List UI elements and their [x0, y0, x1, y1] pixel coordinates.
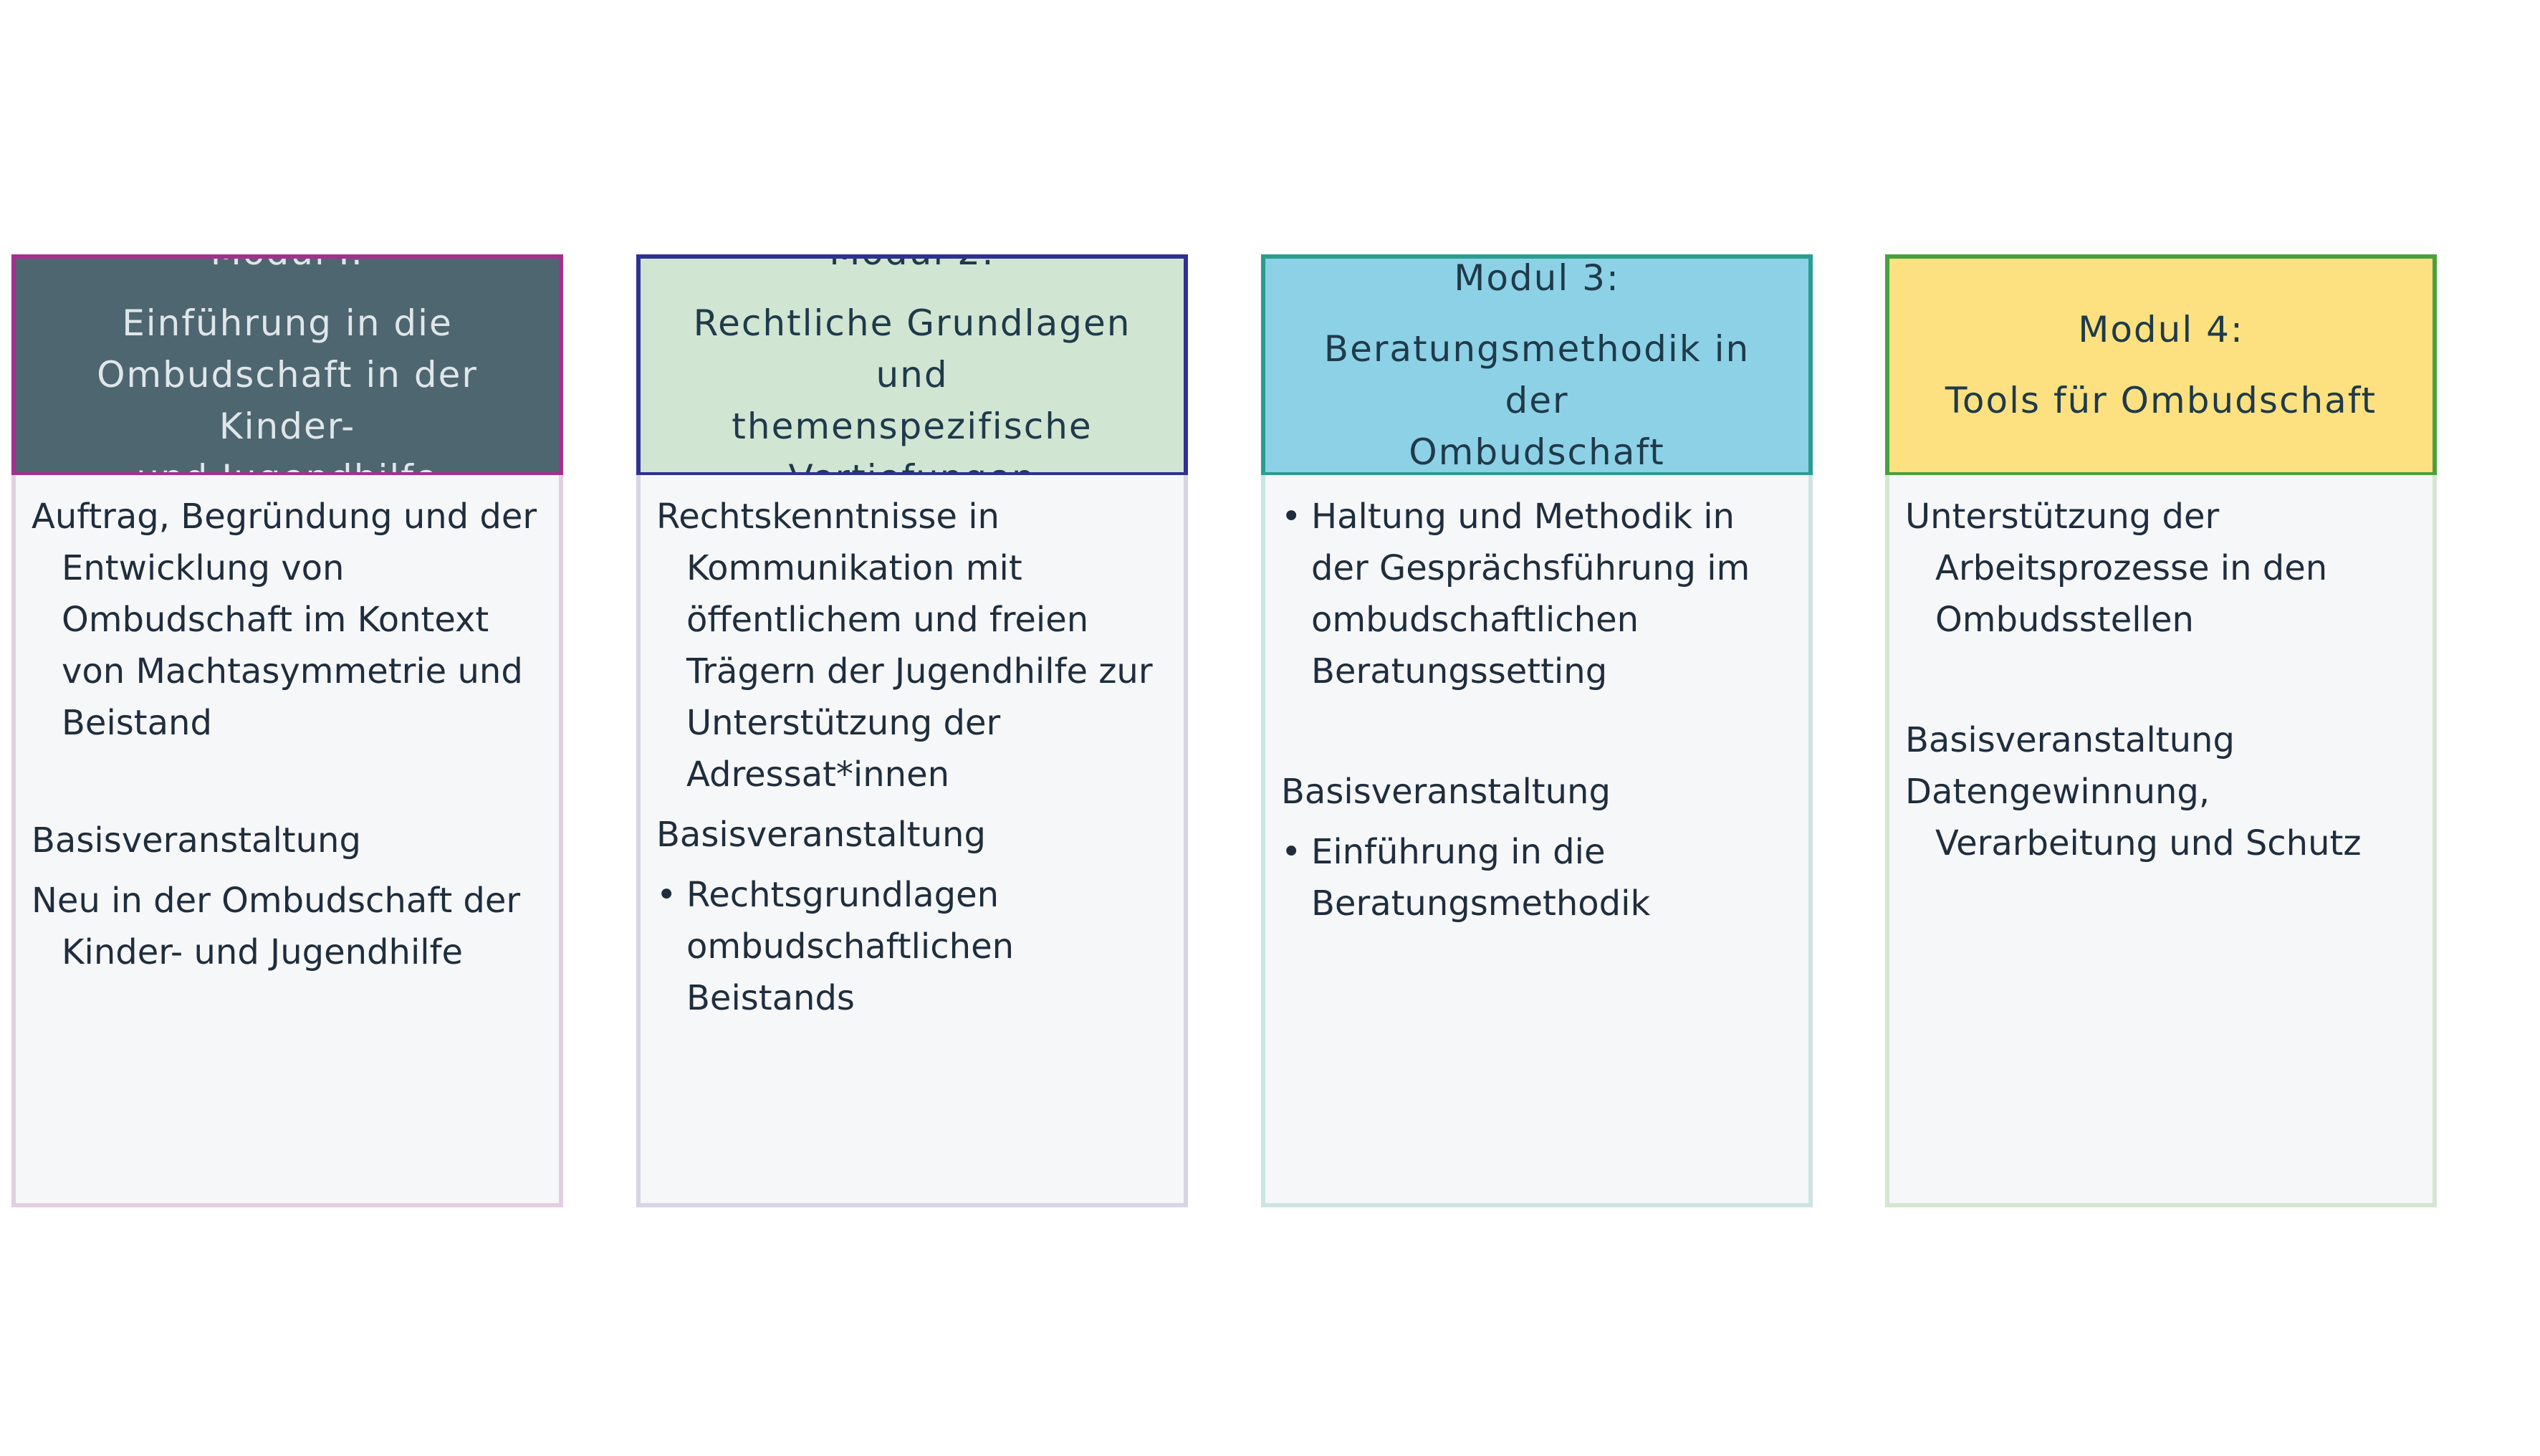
module-1-title-line: Einführung in die	[122, 302, 453, 344]
bullet-icon: •	[656, 875, 677, 915]
module-card-4: Modul 4: Tools für Ombudschaft Unterstüt…	[1885, 254, 2437, 1207]
module-4-title-line: Tools für Ombudschaft	[1945, 380, 2377, 421]
module-4-label: Modul 4:	[2078, 309, 2244, 350]
module-2-title-line: Vertiefungen	[662, 452, 1162, 472]
module-2-basis-heading: Basisveranstaltung	[656, 815, 986, 855]
module-4-basis-heading: Basisveranstaltung	[1905, 720, 2235, 760]
module-2-body: Rechtskenntnisse in Kommunikation mit öf…	[636, 475, 1188, 1207]
module-card-2: Modul 2: Rechtliche Grundlagen und theme…	[636, 254, 1188, 1207]
module-1-title: Einführung in die Ombudschaft in der Kin…	[37, 297, 537, 472]
module-3-header: Modul 3: Beratungsmethodik in der Ombuds…	[1261, 254, 1813, 476]
module-4-description: Unterstützung der Arbeitsprozesse in den…	[1905, 497, 2328, 640]
module-3-description-text: Haltung und Methodik in der Gesprächsfüh…	[1311, 497, 1750, 691]
module-2-description: Rechtskenntnisse in Kommunikation mit öf…	[656, 497, 1153, 795]
module-3-label: Modul 3:	[1454, 257, 1620, 299]
module-2-label: Modul 2:	[829, 259, 995, 277]
module-1-body: Auftrag, Begründung und der Entwicklung …	[11, 475, 563, 1207]
module-1-basis-event: Neu in der Ombudschaft der Kinder- und J…	[32, 881, 521, 972]
module-1-header: Modul I: Einführung in die Ombudschaft i…	[11, 254, 563, 476]
bullet-icon: •	[1281, 832, 1302, 872]
module-3-title-line: Ombudschaft	[1409, 431, 1665, 473]
module-3-title: Beratungsmethodik in der Ombudschaft	[1287, 323, 1787, 473]
module-3-basis-event-text: Einführung in die Beratungsmethodik	[1311, 832, 1651, 924]
module-2-title-line: themenspezifische	[732, 406, 1093, 447]
module-4-basis-event: Datengewinnung, Verarbeitung und Schutz	[1905, 772, 2362, 863]
module-1-title-line: Ombudschaft in der Kinder-	[97, 354, 478, 447]
module-3-basis-event: • Einführung in die Beratungsmethodik	[1281, 826, 1712, 929]
module-2-title: Rechtliche Grundlagen und themenspezifis…	[662, 297, 1162, 472]
module-1-title-line: und Jugendhilfe	[37, 452, 537, 472]
module-3-title-line: Beratungsmethodik in der	[1323, 328, 1750, 421]
module-4-title: Tools für Ombudschaft	[1945, 375, 2377, 426]
module-2-header: Modul 2: Rechtliche Grundlagen und theme…	[636, 254, 1188, 476]
module-3-description: • Haltung und Methodik in der Gesprächsf…	[1281, 491, 1784, 697]
module-card-1: Modul I: Einführung in die Ombudschaft i…	[11, 254, 563, 1207]
module-1-basis-heading: Basisveranstaltung	[32, 820, 361, 861]
module-3-body: • Haltung und Methodik in der Gesprächsf…	[1261, 475, 1813, 1207]
bullet-icon: •	[1281, 497, 1302, 537]
module-1-description: Auftrag, Begründung und der Entwicklung …	[32, 497, 537, 743]
module-2-title-line: Rechtliche Grundlagen und	[693, 302, 1131, 396]
module-1-label: Modul I:	[211, 259, 365, 277]
module-3-basis-heading: Basisveranstaltung	[1281, 772, 1611, 812]
module-2-basis-event-text: Rechtsgrundlagen ombudschaftlichen Beist…	[686, 875, 1015, 1018]
module-card-3: Modul 3: Beratungsmethodik in der Ombuds…	[1261, 254, 1813, 1207]
module-4-header: Modul 4: Tools für Ombudschaft	[1885, 254, 2437, 476]
module-2-basis-event: • Rechtsgrundlagen ombudschaftlichen Bei…	[656, 869, 1169, 1024]
module-4-body: Unterstützung der Arbeitsprozesse in den…	[1885, 475, 2437, 1207]
